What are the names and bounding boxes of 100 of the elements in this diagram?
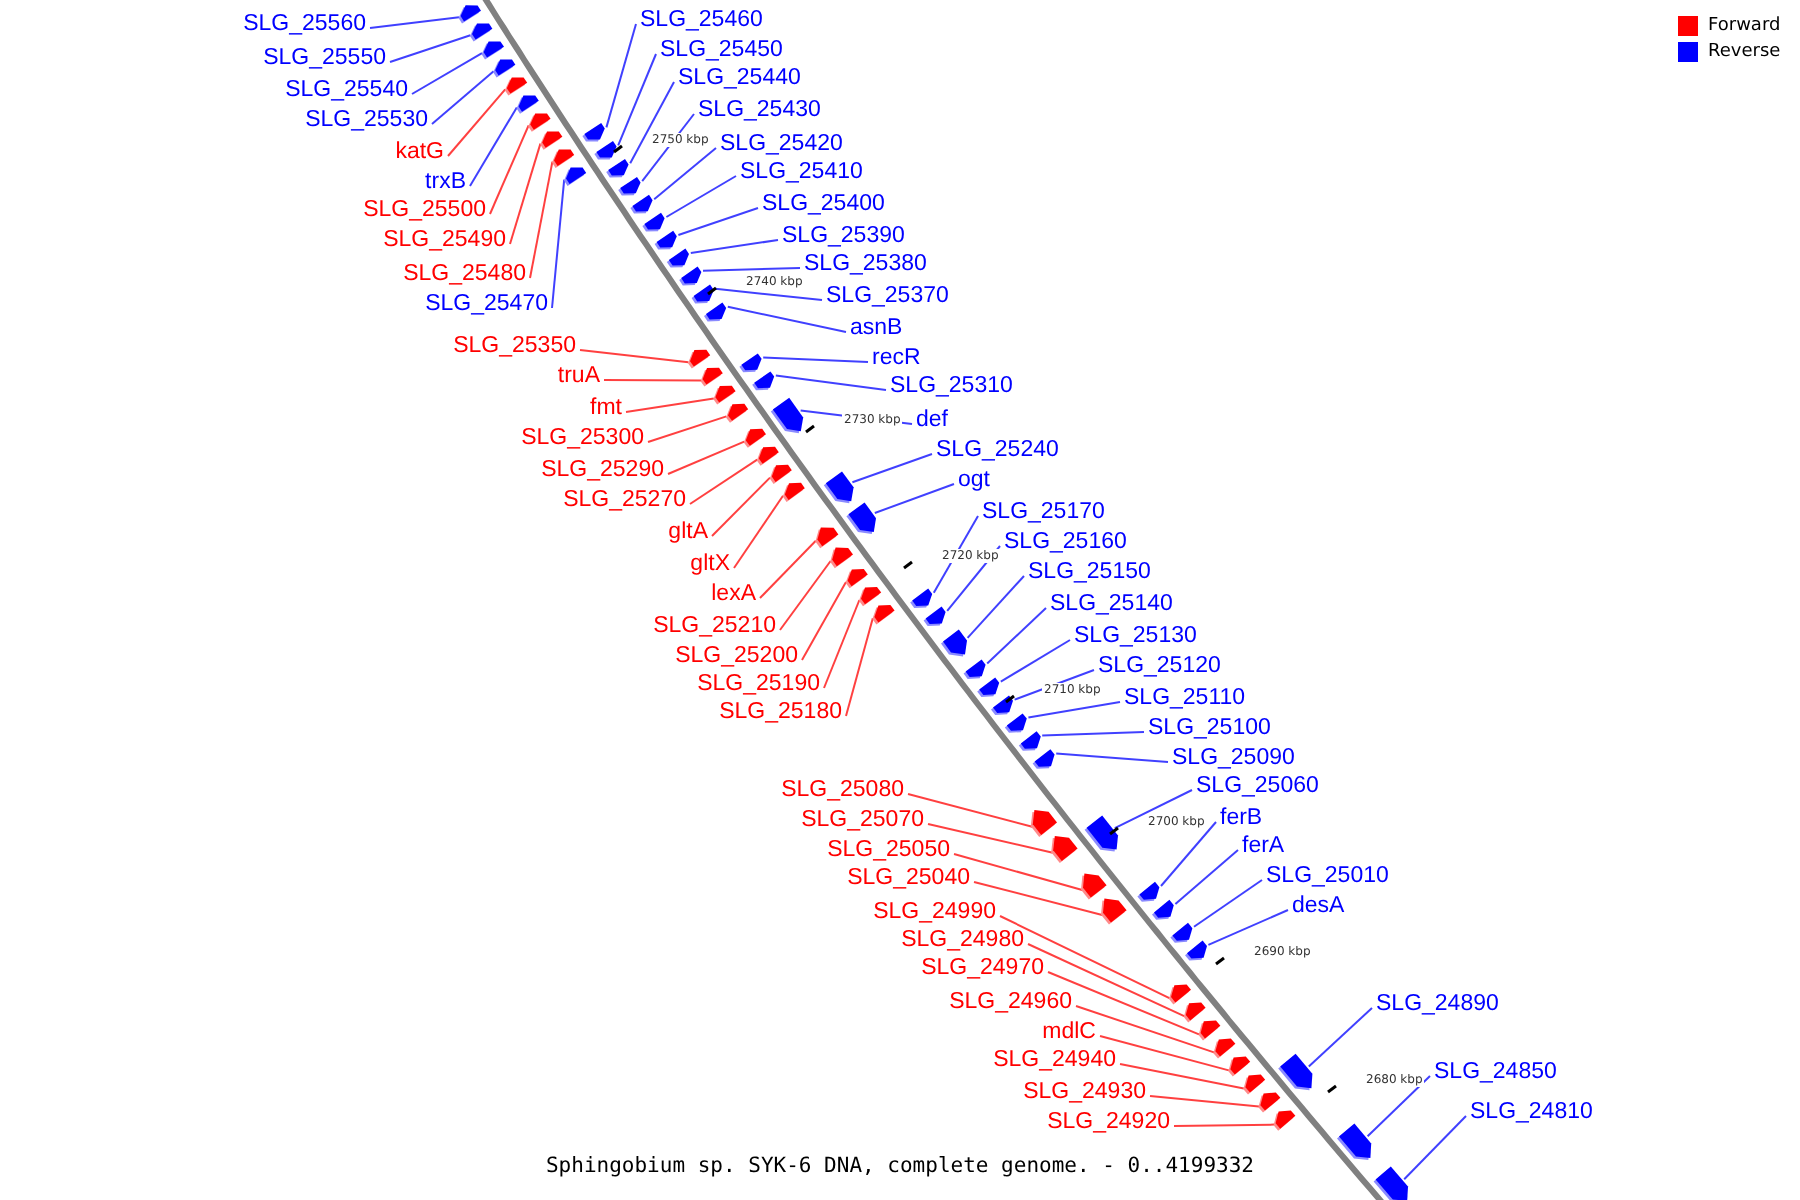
gene-block xyxy=(963,659,986,679)
gene-block xyxy=(1373,1166,1408,1200)
leader-line xyxy=(617,53,657,147)
leader-line xyxy=(603,379,702,382)
leader-line xyxy=(774,374,887,391)
gene-label: SLG_25560 xyxy=(243,10,366,38)
gene-block xyxy=(859,587,882,607)
gene-label: SLG_25150 xyxy=(1028,558,1151,586)
leader-line xyxy=(986,607,1047,665)
gene-label: SLG_24990 xyxy=(873,898,996,926)
leader-line xyxy=(1027,943,1186,1018)
gene-block xyxy=(504,77,528,96)
gene-label: SLG_25130 xyxy=(1074,622,1197,650)
gene-label: SLG_25400 xyxy=(762,190,885,218)
gene-block xyxy=(654,230,677,250)
gene-block xyxy=(1273,1110,1296,1131)
leader-line xyxy=(762,356,869,363)
gene-label: gltX xyxy=(690,550,730,578)
gene-block xyxy=(713,385,736,405)
gene-label: SLG_25140 xyxy=(1050,590,1173,618)
gene-block xyxy=(1018,731,1041,751)
leader-line xyxy=(665,175,737,218)
leader-line xyxy=(1013,669,1095,701)
gene-block xyxy=(679,266,702,286)
leader-line xyxy=(873,483,955,514)
gene-label: SLG_25110 xyxy=(1124,684,1246,712)
gene-label: SLG_25090 xyxy=(1172,744,1295,772)
gene-block xyxy=(493,59,516,78)
gene-label: SLG_25070 xyxy=(801,806,924,834)
gene-label: ferA xyxy=(1242,832,1285,860)
leader-line xyxy=(1403,1115,1467,1181)
gene-block xyxy=(458,5,481,24)
gene-label: SLG_24930 xyxy=(1023,1078,1146,1106)
leader-line xyxy=(369,16,460,29)
leader-line xyxy=(447,88,507,157)
leader-line xyxy=(726,305,847,333)
gene-label: SLG_25390 xyxy=(782,222,905,250)
gene-block xyxy=(1228,1056,1251,1077)
gene-label: SLG_25160 xyxy=(1004,528,1127,556)
gene-block xyxy=(739,353,762,373)
gene-block xyxy=(770,397,804,434)
leader-line xyxy=(953,853,1084,891)
leader-line xyxy=(389,34,472,63)
leader-line xyxy=(1173,1123,1275,1127)
gene-label: SLG_25530 xyxy=(305,106,428,134)
gene-block xyxy=(552,149,575,168)
gene-block xyxy=(726,403,749,423)
gene-label: SLG_25170 xyxy=(982,498,1105,526)
gene-label: SLG_24810 xyxy=(1470,1098,1593,1126)
gene-block xyxy=(666,248,689,268)
gene-label: katG xyxy=(395,138,444,166)
gene-label: SLG_25010 xyxy=(1266,862,1389,890)
gene-label: lexA xyxy=(711,580,756,608)
gene-label: SLG_25440 xyxy=(678,64,801,92)
gene-label: truA xyxy=(557,362,600,390)
gene-label: SLG_25080 xyxy=(781,776,904,804)
gene-label: SLG_25180 xyxy=(719,698,842,726)
gene-block xyxy=(756,446,779,466)
gene-block xyxy=(910,588,933,608)
gene-block xyxy=(1137,881,1160,902)
leader-line xyxy=(714,287,823,301)
leader-line xyxy=(927,823,1054,854)
leader-line xyxy=(1113,789,1193,830)
gene-label: SLG_25210 xyxy=(653,612,776,640)
gene-block xyxy=(1169,984,1191,1005)
gene-block xyxy=(782,482,805,502)
leader-line xyxy=(579,349,690,364)
gene-block xyxy=(941,629,967,657)
gene-block xyxy=(1185,940,1207,961)
leader-line xyxy=(759,539,817,599)
caption: Sphingobium sp. SYK-6 DNA, complete genome. - 0..4199332 xyxy=(545,1154,1254,1178)
gene-block xyxy=(1084,815,1118,852)
gene-label: SLG_24970 xyxy=(921,954,1044,982)
leader-line xyxy=(999,639,1071,683)
gene-label: trxB xyxy=(425,168,466,196)
leader-line xyxy=(779,560,832,631)
gene-block xyxy=(704,302,727,322)
gene-label: SLG_25480 xyxy=(403,260,526,288)
gene-label: SLG_25310 xyxy=(890,372,1013,400)
leader-line xyxy=(431,70,495,125)
gene-block xyxy=(540,131,563,150)
leader-line xyxy=(641,113,695,183)
gene-label: SLG_25100 xyxy=(1148,714,1271,742)
leader-line xyxy=(529,160,554,279)
gene-block xyxy=(1032,749,1055,769)
leader-line xyxy=(629,81,675,165)
gene-block xyxy=(582,123,605,142)
gene-block xyxy=(823,471,854,504)
gene-block xyxy=(1170,922,1193,943)
gene-block xyxy=(872,605,895,625)
gene-block xyxy=(752,371,775,391)
gene-label: SLG_25550 xyxy=(263,44,386,72)
gene-label: SLG_25450 xyxy=(660,36,783,64)
gene-block xyxy=(1337,1123,1372,1160)
gene-block xyxy=(743,428,766,448)
leader-line xyxy=(1075,1005,1215,1054)
leader-line xyxy=(1307,1007,1373,1068)
gene-label: desA xyxy=(1292,892,1345,920)
gene-label: SLG_25380 xyxy=(804,250,927,278)
leader-line xyxy=(711,476,771,537)
